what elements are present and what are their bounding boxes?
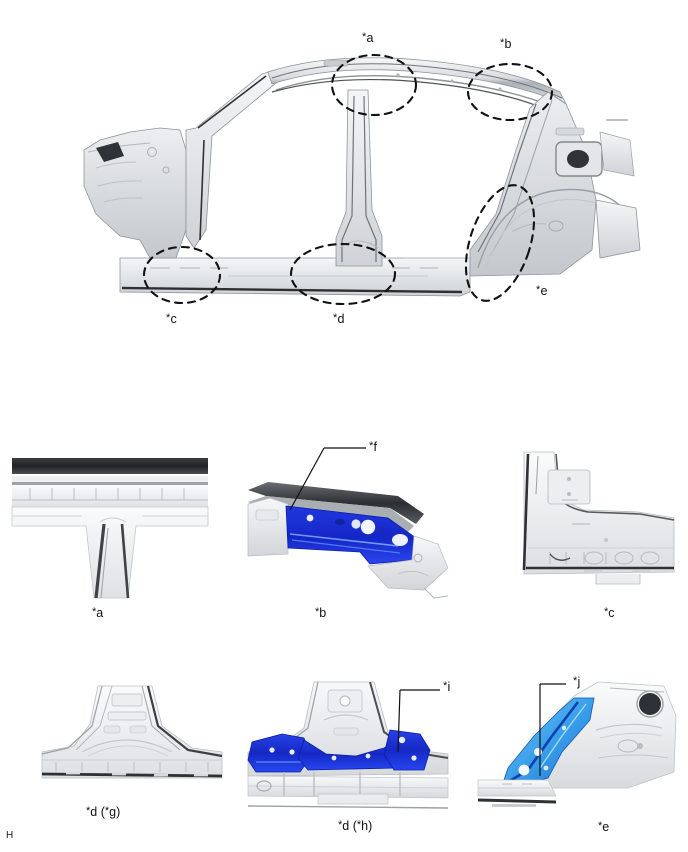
- callout-ellipse-b: [466, 62, 554, 122]
- detail-panel-d-g-caption: *d (*g): [86, 805, 121, 819]
- page-watermark: H: [6, 830, 14, 841]
- leader-line-i: [397, 689, 440, 753]
- main-callout-label-d: *d: [333, 312, 345, 326]
- detail-panel-e-caption: *e: [598, 820, 610, 834]
- detail-label-j: *j: [573, 675, 581, 689]
- detail-label-i: *i: [443, 680, 451, 694]
- detail-panel-e: [477, 676, 678, 816]
- leader-line-f: [289, 447, 366, 511]
- leader-line-j: [539, 683, 566, 776]
- callout-ellipse-a: [330, 53, 418, 117]
- blue-bracket-right-i: [383, 729, 431, 771]
- main-callout-label-a: *a: [362, 31, 374, 45]
- detail-panel-d-h: [247, 676, 449, 814]
- callout-ellipse-e: [464, 184, 536, 302]
- main-diagram: [0, 0, 688, 340]
- detail-panel-d-g: [41, 685, 223, 801]
- callout-ellipse-d: [289, 242, 397, 306]
- detail-panel-b: [247, 447, 449, 599]
- detail-panel-a-caption: *a: [92, 606, 104, 620]
- callout-ellipse-c: [142, 245, 222, 305]
- detail-panel-c: [488, 448, 678, 600]
- detail-panel-d-h-caption: *d (*h): [338, 819, 373, 833]
- detail-label-f: *f: [369, 440, 378, 454]
- detail-panel-a: [8, 448, 218, 599]
- callout-ellipses: [142, 53, 554, 306]
- main-callout-label-b: *b: [500, 37, 512, 51]
- detail-panel-b-caption: *b: [315, 606, 327, 620]
- blue-reinforcement-f: [285, 505, 417, 565]
- main-callout-label-e: *e: [536, 284, 548, 298]
- main-callout-label-c: *c: [166, 312, 177, 326]
- body-shell-silhouette: [83, 57, 641, 297]
- detail-panel-c-caption: *c: [604, 606, 615, 620]
